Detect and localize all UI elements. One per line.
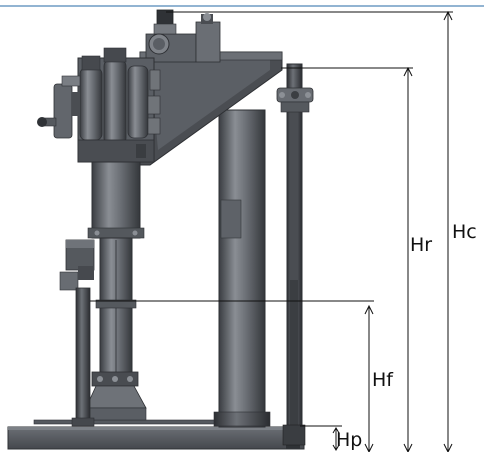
- drum-plate: [33, 419, 221, 425]
- hc-label: Hc: [452, 221, 477, 243]
- pump-machine: [7, 9, 314, 450]
- hr-label: Hr: [410, 234, 432, 256]
- top-valve: [195, 21, 221, 63]
- air-filter-center: [103, 59, 127, 145]
- air-filter-left: [79, 67, 103, 141]
- foot-valve: [85, 385, 147, 409]
- left-air-valve: [53, 83, 73, 139]
- left-knob: [37, 117, 47, 127]
- base-plate: [7, 426, 305, 450]
- outlet-pipe: [75, 287, 91, 425]
- air-filter-right: [127, 65, 149, 139]
- hf-label: Hf: [372, 369, 394, 391]
- dimensions: Hc Hr Hf Hp: [90, 10, 477, 452]
- main-column: [218, 109, 266, 428]
- motor-cylinder: [91, 161, 141, 239]
- hp-label: Hp: [336, 429, 362, 451]
